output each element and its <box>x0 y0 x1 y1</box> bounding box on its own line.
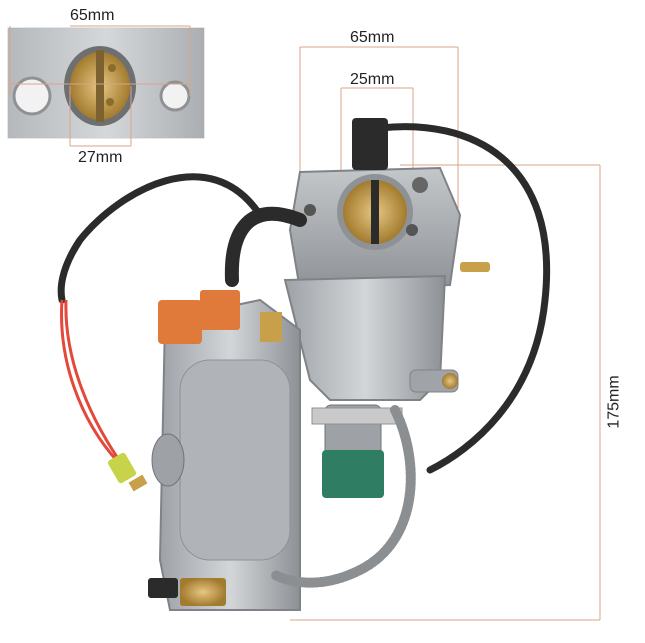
armored-gas-line <box>270 405 416 588</box>
wire-connector <box>107 452 137 484</box>
solenoid <box>311 404 403 498</box>
throat-label: 25mm <box>350 71 395 88</box>
inset-bore-label: 27mm <box>78 149 123 166</box>
vent-hose <box>57 123 551 474</box>
carburetor-body <box>288 118 490 292</box>
float-bowl <box>283 274 459 401</box>
flange-width-label: 65mm <box>350 29 395 46</box>
inset-width-label: 65mm <box>70 7 115 24</box>
height-label: 175mm <box>605 375 623 429</box>
inset-photo <box>7 25 205 147</box>
elbow-hose <box>224 206 307 287</box>
red-wires <box>60 299 128 471</box>
gas-regulator <box>148 290 301 611</box>
